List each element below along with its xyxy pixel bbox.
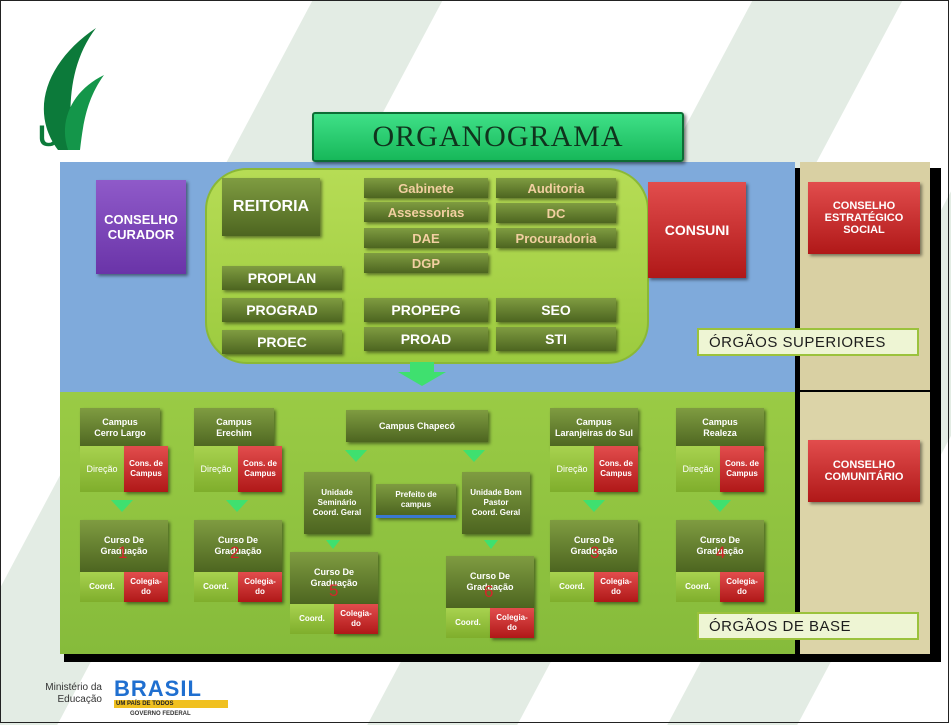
proad-box: PROAD — [364, 327, 488, 351]
colegiado-realeza: Colegia- do — [720, 572, 764, 602]
dc-box: DC — [496, 203, 616, 223]
ministerio-educacao-text: Ministério da Educação — [45, 682, 102, 705]
prefeito-de-campus: Prefeito de campus — [376, 484, 456, 518]
coord-bom-pastor: Coord. — [446, 608, 490, 638]
brasil-logo: BRASIL — [114, 676, 202, 701]
dgp-box: DGP — [364, 253, 488, 273]
direcao-realeza: Direção — [676, 446, 720, 492]
arrow-chapeco-right — [463, 450, 485, 462]
coord-cerro-largo: Coord. — [80, 572, 124, 602]
auditoria-box: Auditoria — [496, 178, 616, 198]
direcao-cerro-largo: Direção — [80, 446, 124, 492]
number-6: 6 — [484, 582, 494, 601]
page-title: ORGANOGRAMA — [312, 112, 684, 162]
direcao-erechim: Direção — [194, 446, 238, 492]
unidade-seminario: Unidade Seminário Coord. Geral — [304, 472, 370, 534]
campus-chapeco: Campus Chapecó — [346, 410, 488, 442]
consuni-box: CONSUNI — [648, 182, 746, 278]
colegiado-bom-pastor: Colegia- do — [490, 608, 534, 638]
campus-laranjeiras: Campus Laranjeiras do Sul — [550, 408, 638, 448]
curso-realeza: Curso De Graduação — [676, 520, 764, 572]
number-5: 5 — [329, 581, 339, 600]
gabinete-box: Gabinete — [364, 178, 488, 198]
arrow-seminario — [326, 540, 340, 549]
arrow-cerro-largo — [111, 500, 133, 512]
governo-federal-text: GOVERNO FEDERAL — [130, 711, 191, 717]
arrow-bom-pastor — [484, 540, 498, 549]
direcao-laranjeiras: Direção — [550, 446, 594, 492]
cons-campus-laranjeiras: Cons. de Campus — [594, 446, 638, 492]
brasil-slogan: UM PAÍS DE TODOS — [114, 700, 228, 708]
number-1: 1 — [118, 543, 128, 562]
propepg-box: PROPEPG — [364, 298, 488, 322]
right-panel-lower — [800, 392, 930, 654]
arrow-erechim — [226, 500, 248, 512]
curso-erechim: Curso De Graduação — [194, 520, 282, 572]
sti-box: STI — [496, 327, 616, 351]
curso-laranjeiras: Curso De Graduação — [550, 520, 638, 572]
orgaos-de-base-label: ÓRGÃOS DE BASE — [697, 612, 919, 640]
curso-cerro-largo: Curso De Graduação — [80, 520, 168, 572]
conselho-comunitario-box: CONSELHO COMUNITÁRIO — [808, 440, 920, 502]
unidade-bom-pastor: Unidade Bom Pastor Coord. Geral — [462, 472, 530, 534]
coord-realeza: Coord. — [676, 572, 720, 602]
campus-erechim: Campus Erechim — [194, 408, 274, 448]
campus-cerro-largo: Campus Cerro Largo — [80, 408, 160, 448]
colegiado-cerro-largo: Colegia- do — [124, 572, 168, 602]
cons-campus-cerro-largo: Cons. de Campus — [124, 446, 168, 492]
colegiado-seminario: Colegia- do — [334, 604, 378, 634]
main-arrow-head — [398, 372, 446, 386]
number-4: 4 — [716, 543, 726, 562]
dae-box: DAE — [364, 228, 488, 248]
procuradoria-box: Procuradoria — [496, 228, 616, 248]
coord-seminario: Coord. — [290, 604, 334, 634]
number-2: 2 — [230, 543, 240, 562]
orgaos-superiores-label: ÓRGÃOS SUPERIORES — [697, 328, 919, 356]
university-logo: U — [38, 20, 108, 180]
prograd-box: PROGRAD — [222, 298, 342, 322]
coord-laranjeiras: Coord. — [550, 572, 594, 602]
logo-letter: U — [38, 120, 60, 153]
reitoria-box: REITORIA — [222, 178, 320, 236]
cons-campus-realeza: Cons. de Campus — [720, 446, 764, 492]
arrow-realeza — [709, 500, 731, 512]
cons-campus-erechim: Cons. de Campus — [238, 446, 282, 492]
main-arrow-stem — [410, 362, 434, 372]
seo-box: SEO — [496, 298, 616, 322]
proec-box: PROEC — [222, 330, 342, 354]
proplan-box: PROPLAN — [222, 266, 342, 290]
campus-realeza: Campus Realeza — [676, 408, 764, 448]
curso-bom-pastor: Curso De Graduação — [446, 556, 534, 608]
colegiado-erechim: Colegia- do — [238, 572, 282, 602]
conselho-estrategico-box: CONSELHO ESTRATÉGICO SOCIAL — [808, 182, 920, 254]
colegiado-laranjeiras: Colegia- do — [594, 572, 638, 602]
curso-seminario: Curso De Graduação — [290, 552, 378, 604]
arrow-laranjeiras — [583, 500, 605, 512]
arrow-chapeco-left — [345, 450, 367, 462]
number-3: 3 — [590, 543, 600, 562]
coord-erechim: Coord. — [194, 572, 238, 602]
conselho-curador-box: CONSELHO CURADOR — [96, 180, 186, 274]
assessorias-box: Assessorias — [364, 202, 488, 222]
